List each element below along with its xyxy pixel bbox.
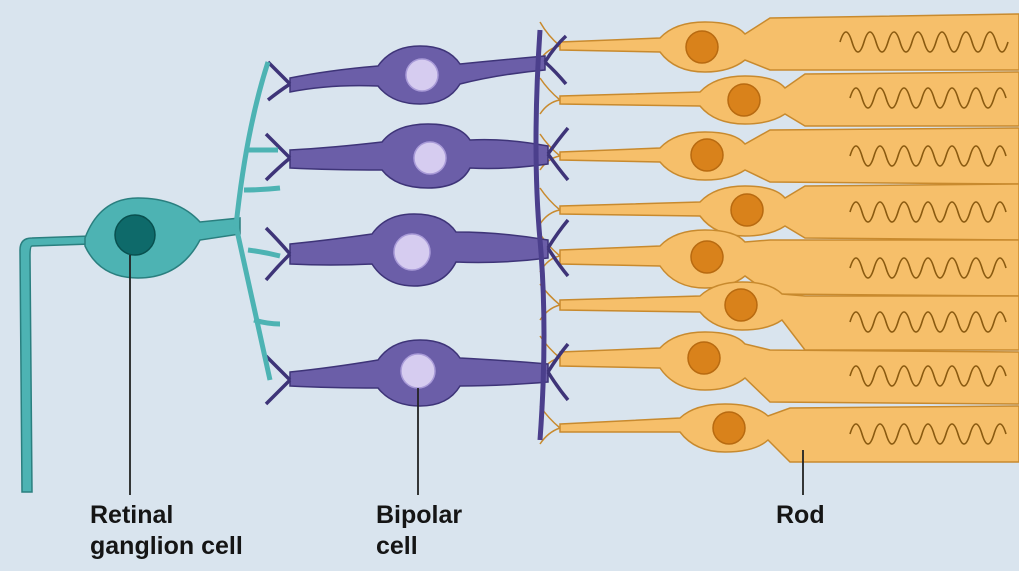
bipolar-cell: [266, 124, 568, 188]
bipolar-cell: [266, 340, 568, 406]
rod-nucleus: [725, 289, 757, 321]
rod-nucleus: [686, 31, 718, 63]
bipolar-nucleus: [394, 234, 430, 270]
rod-nucleus: [688, 342, 720, 374]
rod-cell: [540, 230, 1019, 296]
label-retinal-ganglion-cell: Retinal ganglion cell: [90, 500, 243, 562]
label-bipolar-line2: cell: [376, 531, 462, 562]
rod-cells: [540, 14, 1019, 462]
label-ganglion-line2: ganglion cell: [90, 531, 243, 562]
rod-nucleus: [728, 84, 760, 116]
rod-cell: [540, 404, 1019, 462]
rod-nucleus: [691, 139, 723, 171]
rod-nucleus: [731, 194, 763, 226]
rod-nucleus: [691, 241, 723, 273]
rod-nucleus: [713, 412, 745, 444]
bipolar-nucleus: [406, 59, 438, 91]
bipolar-nucleus: [401, 354, 435, 388]
label-rod: Rod: [776, 500, 825, 531]
ganglion-nucleus: [115, 215, 155, 255]
rod-cell: [540, 128, 1019, 184]
label-bipolar-line1: Bipolar: [376, 500, 462, 531]
bipolar-cell: [268, 36, 566, 104]
bipolar-cells: [266, 30, 568, 440]
rod-cell: [540, 14, 1019, 72]
rod-cell: [540, 72, 1019, 126]
bipolar-cell: [266, 214, 568, 286]
label-bipolar-cell: Bipolar cell: [376, 500, 462, 562]
label-rod-line1: Rod: [776, 500, 825, 531]
rod-cell: [540, 184, 1019, 240]
bipolar-nucleus: [414, 142, 446, 174]
label-ganglion-line1: Retinal: [90, 500, 243, 531]
ganglion-cell: [20, 62, 280, 492]
